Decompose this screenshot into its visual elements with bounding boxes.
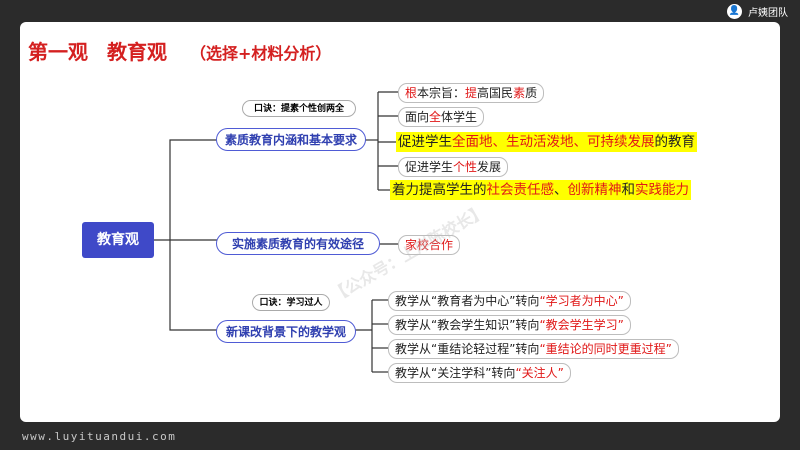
leaf-item: 教学从“重结论轻过程”转向“重结论的同时更重过程” xyxy=(388,339,679,359)
leaf-item: 促进学生个性发展 xyxy=(398,157,509,177)
leaf-text: 教学从“重结论轻过程”转向 xyxy=(395,342,540,356)
connector-lines xyxy=(134,91,398,373)
leaf-item: 教学从“关注学科”转向“关注人” xyxy=(388,363,571,383)
leaf-text: 高国民 xyxy=(477,86,514,100)
leaf-text: 着力提高学生的 xyxy=(392,182,487,198)
leaf-keyword: 提 xyxy=(465,86,478,100)
footer-url: www.luyituandui.com xyxy=(22,430,177,443)
leaf-text: 促进学生 xyxy=(398,134,452,150)
leaf-keyword: 素 xyxy=(513,86,526,100)
top-bar: 👤 卢姨团队 xyxy=(0,0,800,22)
leaf-keyword: 社会责任感 xyxy=(486,182,555,198)
slide-title: 第一观 教育观 （选择+材料分析） xyxy=(28,36,331,65)
leaf-text: 和 xyxy=(621,182,636,198)
leaf-item: 教学从“教会学生知识”转向“教会学生学习” xyxy=(388,315,631,335)
leaf-text: 发展 xyxy=(477,160,502,174)
leaf-text: 教学从“教育者为中心”转向 xyxy=(395,294,540,308)
title-part1: 第一观 xyxy=(28,40,88,64)
leaf-text: 质 xyxy=(525,86,538,100)
leaf-item: 家校合作 xyxy=(398,235,461,255)
branch-node-2: 实施素质教育的有效途径 xyxy=(216,232,380,255)
brand: 👤 卢姨团队 xyxy=(727,3,788,19)
leaf-keyword: 全 xyxy=(429,110,442,124)
leaf-keyword: 个性 xyxy=(453,160,478,174)
leaf-keyword: 实践能力 xyxy=(635,182,689,198)
leaf-text: 本宗旨： xyxy=(417,86,466,100)
leaf-text: 的教育 xyxy=(654,134,696,150)
leaf-keyword: 创新精神 xyxy=(567,182,622,198)
leaf-keyword: 家校合作 xyxy=(405,238,454,252)
leaf-keyword: “教会学生学习” xyxy=(539,318,624,332)
bottom-bar: www.luyituandui.com xyxy=(0,422,800,450)
leaf-keyword: “重结论的同时更重过程” xyxy=(539,342,672,356)
slide: 第一观 教育观 （选择+材料分析） 教育观 口诀：提素个性创两全 素质教育内涵和… xyxy=(20,22,780,422)
branch-node-3: 新课改背景下的教学观 xyxy=(216,320,356,343)
mnemonic-branch-3: 口诀：学习过人 xyxy=(252,294,330,311)
leaf-text: 促进学生 xyxy=(405,160,454,174)
brand-name: 卢姨团队 xyxy=(748,7,788,19)
leaf-item: 着力提高学生的社会责任感、创新精神和实践能力 xyxy=(390,180,691,200)
mnemonic-branch-1: 口诀：提素个性创两全 xyxy=(242,100,356,117)
leaf-keyword: 根 xyxy=(405,86,418,100)
leaf-text: 教学从“教会学生知识”转向 xyxy=(395,318,540,332)
leaf-keyword: “关注人” xyxy=(515,366,564,380)
branch-node-1: 素质教育内涵和基本要求 xyxy=(216,128,366,151)
title-part2: 教育观 xyxy=(106,40,167,64)
leaf-text: 体学生 xyxy=(441,110,478,124)
root-node: 教育观 xyxy=(82,222,154,258)
leaf-item: 教学从“教育者为中心”转向“学习者为中心” xyxy=(388,291,631,311)
leaf-item: 面向全体学生 xyxy=(398,107,485,127)
leaf-text: 、 xyxy=(554,182,568,198)
leaf-keyword: 全面地、生动活泼地、可持续发展 xyxy=(452,134,655,150)
leaf-item: 根本宗旨：提高国民素质 xyxy=(398,83,545,103)
leaf-keyword: “学习者为中心” xyxy=(539,294,624,308)
leaf-text: 教学从“关注学科”转向 xyxy=(395,366,516,380)
leaf-text: 面向 xyxy=(405,110,430,124)
title-part3: （选择+材料分析） xyxy=(189,44,332,63)
leaf-item: 促进学生全面地、生动活泼地、可持续发展的教育 xyxy=(396,132,697,152)
avatar-icon: 👤 xyxy=(727,3,742,19)
